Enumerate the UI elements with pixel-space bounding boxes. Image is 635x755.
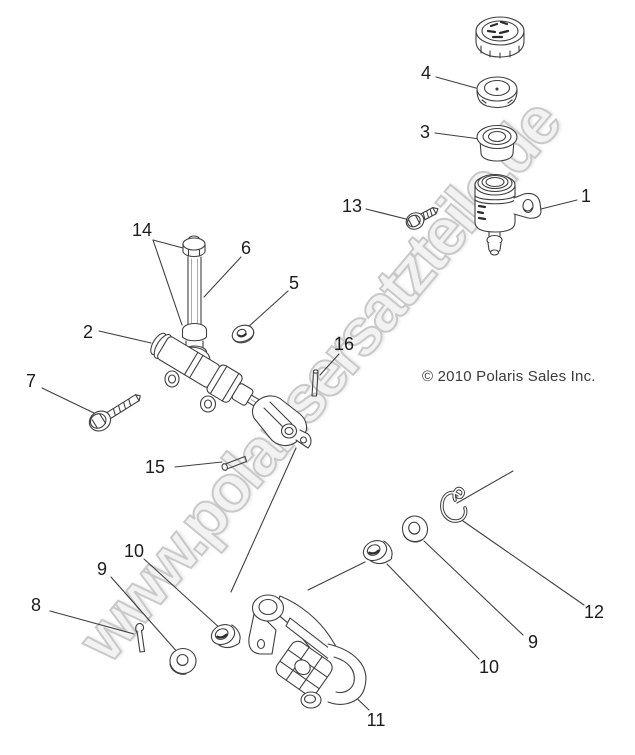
small-pin-drawing — [221, 457, 246, 472]
callout-label-9-right: 9 — [527, 632, 539, 652]
master-cylinder-drawing — [146, 327, 291, 431]
washer-right-drawing — [400, 513, 431, 545]
callout-label-3: 3 — [419, 122, 431, 142]
callout-label-10-right: 10 — [478, 657, 500, 677]
reservoir-cap-drawing — [476, 17, 524, 58]
jam-nut-drawing — [230, 322, 256, 345]
washer-left-drawing — [170, 649, 196, 675]
callout-label-4: 4 — [420, 63, 432, 83]
brake-pedal-drawing — [249, 595, 366, 708]
reservoir-seal-drawing — [477, 126, 517, 162]
callout-label-7: 7 — [25, 371, 37, 391]
callout-label-11: 11 — [366, 710, 386, 730]
reservoir-diaphragm-drawing — [477, 77, 517, 108]
callout-label-1: 1 — [580, 186, 592, 206]
callout-label-13: 13 — [341, 196, 363, 216]
callout-label-8: 8 — [30, 595, 42, 615]
assembly-reference-lines — [231, 448, 513, 592]
retaining-clip-drawing — [442, 489, 466, 521]
bushing-right-drawing — [360, 536, 395, 570]
callout-label-5: 5 — [288, 273, 300, 293]
clevis-pin-drawing — [312, 370, 318, 396]
callout-label-12: 12 — [583, 602, 605, 622]
callout-label-14: 14 — [131, 220, 153, 240]
copyright-notice: © 2010 Polaris Sales Inc. — [422, 368, 596, 385]
callout-label-6: 6 — [240, 238, 252, 258]
cotter-pin-drawing — [136, 623, 145, 652]
rod-clevis-drawing — [252, 396, 311, 448]
callout-label-16: 16 — [333, 334, 355, 354]
reservoir-bolt-drawing — [403, 202, 441, 233]
bushing-left-drawing — [208, 620, 243, 654]
callout-label-10-left: 10 — [123, 541, 145, 561]
push-rod-drawing — [183, 236, 207, 358]
callout-label-2: 2 — [82, 322, 94, 342]
callout-leader-lines — [42, 77, 584, 710]
callout-label-15: 15 — [144, 457, 166, 477]
mount-bolt-drawing — [86, 388, 146, 435]
reservoir-body-drawing — [475, 175, 541, 256]
callout-label-9-left: 9 — [96, 559, 108, 579]
